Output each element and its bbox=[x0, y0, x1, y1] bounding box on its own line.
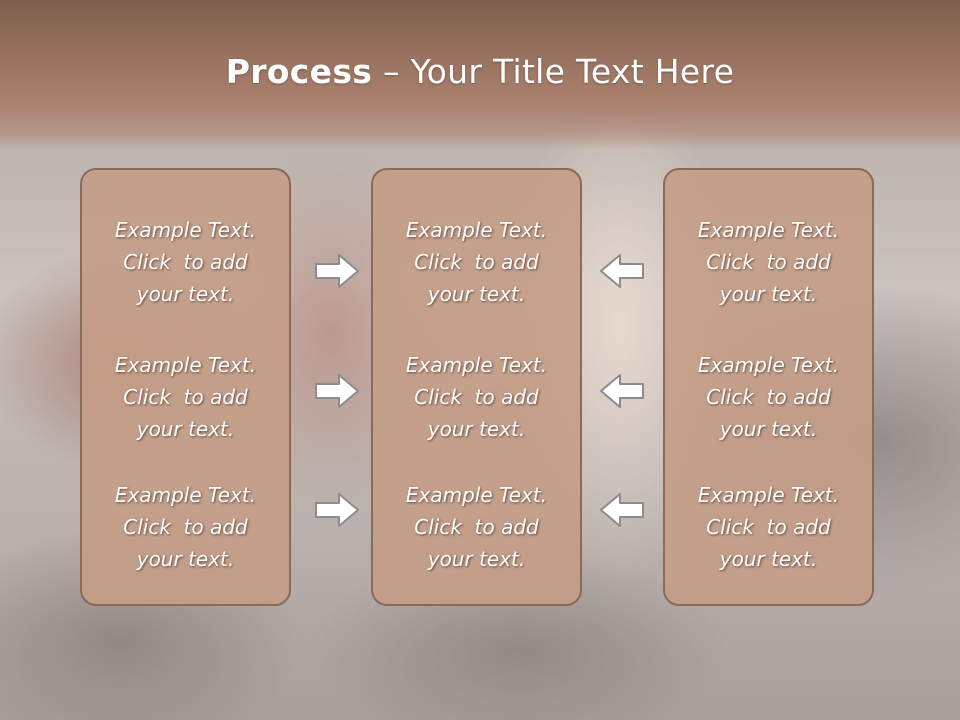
text-line: Click to add bbox=[706, 385, 831, 409]
text-line: your text. bbox=[427, 417, 526, 441]
text-block[interactable]: Example Text. Click to add your text. bbox=[82, 214, 289, 310]
arrow-left-icon[interactable] bbox=[598, 372, 646, 410]
process-box-left[interactable]: Example Text. Click to add your text. Ex… bbox=[80, 168, 291, 606]
text-block[interactable]: Example Text. Click to add your text. bbox=[82, 479, 289, 575]
text-line: Click to add bbox=[414, 250, 539, 274]
process-box-center[interactable]: Example Text. Click to add your text. Ex… bbox=[371, 168, 582, 606]
title-band bbox=[0, 0, 960, 150]
text-block[interactable]: Example Text. Click to add your text. bbox=[665, 349, 872, 445]
arrow-right-icon[interactable] bbox=[313, 252, 361, 290]
arrow-left-icon[interactable] bbox=[598, 252, 646, 290]
text-line: Click to add bbox=[414, 385, 539, 409]
text-block[interactable]: Example Text. Click to add your text. bbox=[373, 214, 580, 310]
text-line: your text. bbox=[136, 417, 235, 441]
title-bold-text: Process bbox=[225, 52, 373, 91]
process-box-right[interactable]: Example Text. Click to add your text. Ex… bbox=[663, 168, 874, 606]
text-line: Example Text. bbox=[697, 483, 840, 507]
arrow-right-icon[interactable] bbox=[313, 372, 361, 410]
title-rest-text: – Your Title Text Here bbox=[372, 52, 735, 91]
text-line: your text. bbox=[427, 547, 526, 571]
text-line: Example Text. bbox=[697, 353, 840, 377]
text-line: Example Text. bbox=[405, 483, 548, 507]
text-block[interactable]: Example Text. Click to add your text. bbox=[373, 349, 580, 445]
text-line: your text. bbox=[136, 282, 235, 306]
text-line: your text. bbox=[719, 417, 818, 441]
text-block[interactable]: Example Text. Click to add your text. bbox=[665, 214, 872, 310]
text-line: your text. bbox=[719, 282, 818, 306]
arrow-left-icon[interactable] bbox=[598, 491, 646, 529]
text-line: Click to add bbox=[123, 385, 248, 409]
text-line: Example Text. bbox=[114, 483, 257, 507]
arrow-right-icon[interactable] bbox=[313, 491, 361, 529]
text-line: Click to add bbox=[123, 250, 248, 274]
text-line: Click to add bbox=[414, 515, 539, 539]
text-line: Click to add bbox=[706, 250, 831, 274]
text-line: your text. bbox=[136, 547, 235, 571]
text-line: Example Text. bbox=[697, 218, 840, 242]
text-line: Click to add bbox=[706, 515, 831, 539]
text-line: your text. bbox=[719, 547, 818, 571]
text-line: Example Text. bbox=[114, 353, 257, 377]
text-line: Example Text. bbox=[114, 218, 257, 242]
text-line: your text. bbox=[427, 282, 526, 306]
text-block[interactable]: Example Text. Click to add your text. bbox=[665, 479, 872, 575]
text-line: Click to add bbox=[123, 515, 248, 539]
text-block[interactable]: Example Text. Click to add your text. bbox=[373, 479, 580, 575]
text-line: Example Text. bbox=[405, 353, 548, 377]
text-line: Example Text. bbox=[405, 218, 548, 242]
slide-title[interactable]: Process – Your Title Text Here bbox=[0, 52, 960, 91]
text-block[interactable]: Example Text. Click to add your text. bbox=[82, 349, 289, 445]
